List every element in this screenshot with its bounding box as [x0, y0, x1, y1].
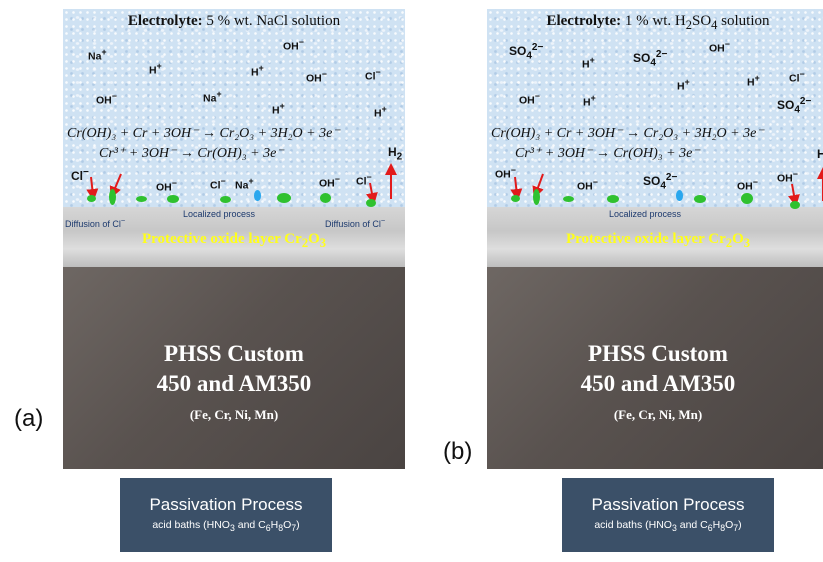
passivation-subtitle: acid baths (HNO3 and C6H8O7): [594, 519, 742, 534]
electrolyte-title: Electrolyte: 1 % wt. H2SO4 solution: [546, 13, 770, 32]
surface-ion-oh: OH−: [777, 169, 798, 185]
reaction-equation-2: Cr³⁺ + 3OH⁻ → Cr(OH)₃ + 3e⁻: [515, 146, 700, 161]
ion-oh: OH−: [519, 91, 540, 107]
corrosion-deposit: [790, 201, 800, 209]
surface-ion-oh: OH−: [577, 177, 598, 193]
substrate-title-line-2: 450 and AM350: [580, 371, 736, 396]
corrosion-deposit: [87, 195, 96, 202]
ion-h: H+: [677, 77, 690, 93]
surface-ion-cl: Cl−: [210, 176, 226, 192]
electrolyte-region: Electrolyte: 5 % wt. NaCl solution Na+ O…: [63, 9, 405, 207]
ion-h: H+: [251, 63, 264, 79]
corrosion-deposit: [741, 193, 753, 204]
corrosion-deposit: [167, 195, 179, 203]
arrows-overlay: [86, 163, 397, 205]
ion-h: H+: [582, 55, 595, 71]
ion-oh: OH−: [283, 37, 304, 53]
ion-oh: OH−: [709, 39, 730, 55]
ion-oh: OH−: [306, 69, 327, 85]
corrosion-deposit: [109, 189, 116, 205]
passivation-title: Passivation Process: [149, 495, 303, 514]
electrolyte-region: Electrolyte: 1 % wt. H2SO4 solution SO42…: [487, 9, 823, 207]
corrosion-deposit: [511, 195, 520, 202]
arrow-down: [86, 176, 99, 201]
ion-na: Na+: [88, 47, 107, 63]
ion-oh: OH−: [96, 91, 117, 107]
droplet: [676, 190, 683, 201]
panel-a-label: (a): [14, 405, 44, 432]
surface-ion-cl: Cl−: [356, 172, 372, 188]
arrow-down: [510, 176, 523, 201]
passivation-subtitle: acid baths (HNO3 and C6H8O7): [152, 519, 300, 534]
arrow-down: [365, 182, 378, 205]
arrows-overlay: [510, 167, 823, 207]
corrosion-deposit: [366, 199, 376, 207]
substrate-composition: (Fe, Cr, Ni, Mn): [189, 407, 279, 422]
oxide-layer: Protective oxide layer Cr2O3: [63, 207, 405, 267]
oxide-layer: Protective oxide layer Cr2O3: [487, 207, 823, 267]
ion-h: H+: [747, 73, 760, 89]
passivation-process-box: Passivation Process acid baths (HNO3 and…: [562, 478, 774, 552]
corrosion-deposit: [694, 195, 706, 203]
substrate: PHSS Custom 450 and AM350 (Fe, Cr, Ni, M…: [487, 267, 823, 469]
substrate-title-line-1: PHSS Custom: [588, 341, 728, 366]
ion-so4: SO42−: [509, 42, 544, 62]
diffusion-label: Diffusion of Cl−: [325, 216, 386, 229]
corrosion-deposit: [533, 189, 540, 205]
surface-ion-oh: OH−: [156, 178, 177, 194]
electrolyte-title: Electrolyte: 5 % wt. NaCl solution: [127, 13, 341, 29]
substrate-composition: (Fe, Cr, Ni, Mn): [613, 407, 703, 422]
reaction-equation-1: Cr(OH)₃ + Cr + 3OH⁻ → Cr₂O₃ + 3H₂O + 3e⁻: [67, 126, 340, 141]
surface-ion-oh: OH−: [737, 177, 758, 193]
droplet: [254, 190, 261, 201]
diffusion-label: Diffusion of Cl−: [65, 216, 126, 229]
surface-ion-cl: Cl−: [71, 167, 89, 183]
surface-ion-so4: SO42−: [643, 172, 678, 192]
ion-h: H+: [583, 93, 596, 109]
hydrogen-gas-label: H2: [388, 145, 403, 163]
corrosion-deposit: [607, 195, 619, 203]
arrow-down: [788, 183, 800, 207]
ion-h: H+: [149, 61, 162, 77]
surface-ion-na: Na+: [235, 176, 254, 192]
hydrogen-gas-label: H2: [817, 147, 823, 161]
corrosion-deposit: [563, 196, 574, 202]
passivation-title: Passivation Process: [591, 495, 745, 514]
substrate-title-line-1: PHSS Custom: [164, 341, 304, 366]
corrosion-deposit: [220, 196, 231, 203]
localized-process-label: Localized process: [609, 209, 682, 219]
surface-ion-oh: OH−: [495, 165, 516, 181]
ion-so4: SO42−: [633, 49, 668, 69]
ion-na: Na+: [203, 89, 222, 105]
panel-a: Electrolyte: 5 % wt. NaCl solution Na+ O…: [63, 9, 405, 469]
corrosion-deposit: [320, 193, 331, 203]
ion-h: H+: [272, 101, 285, 117]
corrosion-deposit: [136, 196, 147, 202]
passivation-process-box: Passivation Process acid baths (HNO3 and…: [120, 478, 332, 552]
ion-cl: Cl−: [789, 69, 805, 85]
substrate-title-line-2: 450 and AM350: [156, 371, 312, 396]
ion-cl: Cl−: [365, 67, 381, 83]
substrate: PHSS Custom 450 and AM350 (Fe, Cr, Ni, M…: [63, 267, 405, 469]
ion-h: H+: [374, 104, 387, 120]
reaction-equation-2: Cr³⁺ + 3OH⁻ → Cr(OH)₃ + 3e⁻: [99, 146, 284, 161]
oxide-layer-label: Protective oxide layer Cr2O3: [142, 231, 326, 250]
ion-so4: SO42−: [777, 96, 812, 116]
reaction-equation-1: Cr(OH)₃ + Cr + 3OH⁻ → Cr₂O₃ + 3H₂O + 3e⁻: [491, 126, 764, 141]
surface-ion-oh: OH−: [319, 174, 340, 190]
localized-process-label: Localized process: [183, 209, 256, 219]
corrosion-deposit: [277, 193, 291, 203]
panel-b: Electrolyte: 1 % wt. H2SO4 solution SO42…: [487, 9, 823, 469]
panel-b-label: (b): [443, 438, 473, 465]
oxide-layer-label: Protective oxide layer Cr2O3: [566, 231, 750, 250]
